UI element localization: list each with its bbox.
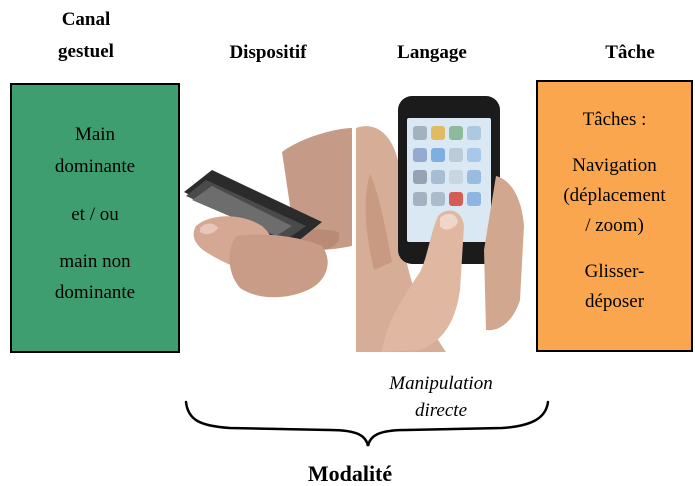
curly-bracket (184, 400, 550, 447)
right-box-line1: Tâches : (582, 109, 647, 130)
caption-line2: directe (414, 400, 468, 421)
left-box-line1: Main (74, 124, 116, 145)
left-box-line5: dominante (54, 282, 136, 303)
hand-holding-phone-sideways-image (184, 128, 352, 298)
right-box-line2: Navigation (572, 155, 657, 176)
header-langage: Langage (397, 42, 467, 63)
header-tache: Tâche (605, 42, 655, 63)
caption-line1: Manipulation (389, 373, 493, 394)
header-canal-line1: Canal (61, 9, 111, 30)
left-box: Main dominante et / ou main non dominant… (10, 83, 180, 353)
right-box-line4: / zoom) (585, 215, 644, 236)
header-canal-line2: gestuel (58, 41, 114, 62)
finger-touching-phone-screen-image (356, 96, 524, 352)
modalite-label: Modalité (307, 461, 393, 486)
left-box-line4: main non (59, 251, 131, 272)
right-box-line3: (déplacement (563, 185, 666, 206)
left-box-line3: et / ou (71, 204, 119, 225)
right-box-line6: déposer (584, 291, 645, 312)
right-box-line5: Glisser- (584, 261, 645, 282)
left-box-line2: dominante (54, 156, 136, 177)
right-box: Tâches : Navigation (déplacement / zoom)… (536, 80, 693, 352)
header-dispositif: Dispositif (229, 42, 307, 63)
